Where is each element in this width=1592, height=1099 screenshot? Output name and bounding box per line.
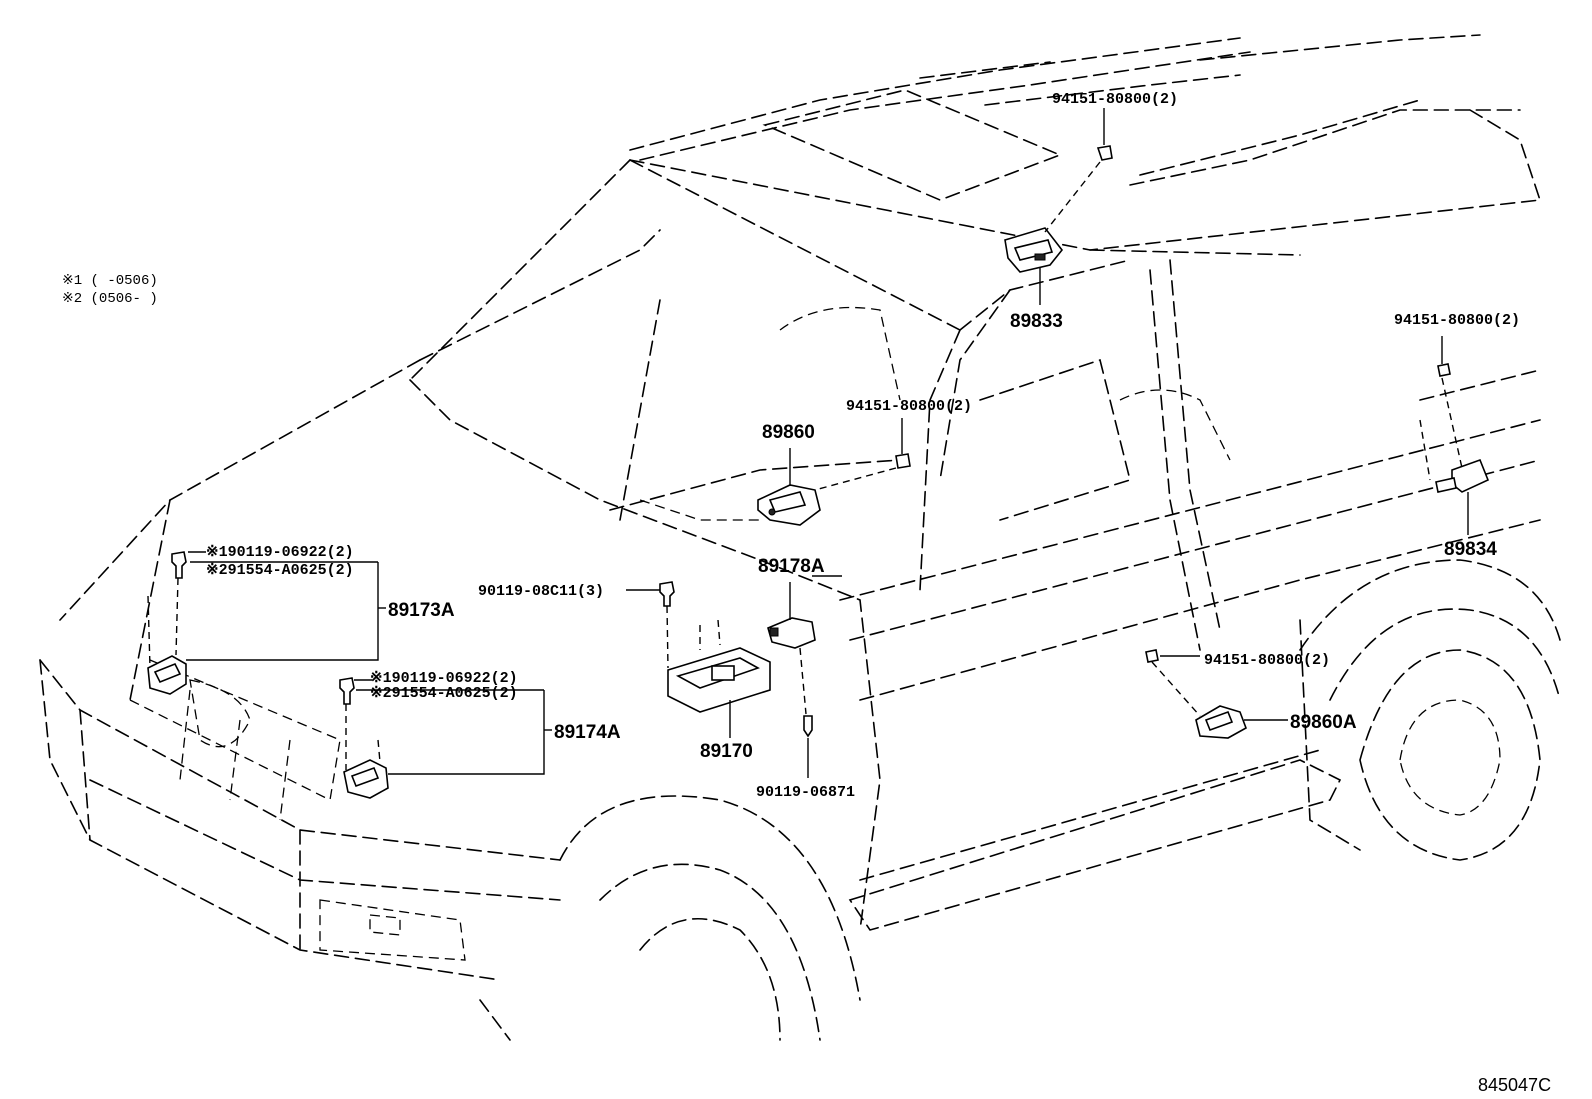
label-front-right-bolt-1: ※190119-06922(2) (370, 670, 518, 687)
diagram-code: 845047C (1478, 1075, 1551, 1095)
label-ecu-89170: 89170 (700, 741, 753, 762)
label-sensor-89833: 89833 (1010, 311, 1063, 332)
label-bolt-pillar: 94151-80800(2) (846, 398, 972, 415)
label-bolt-floor: 90119-06871 (756, 784, 855, 801)
bolt-icon (659, 581, 675, 607)
label-sensor-89173A: 89173A (388, 600, 455, 621)
ecu-89170-icon (667, 647, 771, 713)
sensor-89833-icon (1004, 227, 1064, 273)
nut-icon (1096, 145, 1113, 161)
bolt-icon (339, 677, 355, 705)
sensor-89174A-icon (343, 759, 389, 799)
leader-lines (147, 108, 1469, 778)
sensor-89834-icon (1435, 458, 1490, 493)
label-sensor-89178A: 89178A (758, 556, 825, 577)
sensor-89860A-icon (1195, 705, 1247, 739)
sensor-89173A-icon (147, 655, 187, 695)
label-front-left-bolt-1: ※190119-06922(2) (206, 544, 354, 561)
label-bolt-roof: 94151-80800(2) (1052, 91, 1178, 108)
nut-icon (1437, 363, 1451, 377)
label-front-right-bolt-2: ※291554-A0625(2) (370, 685, 518, 702)
nut-icon (1145, 649, 1159, 663)
sensor-89178A-icon (767, 617, 816, 649)
label-bolt-right-rear: 94151-80800(2) (1394, 312, 1520, 329)
label-bolt-rocker: 94151-80800(2) (1204, 652, 1330, 669)
label-front-left-bolt-2: ※291554-A0625(2) (206, 562, 354, 579)
bolt-icon (171, 551, 187, 579)
bolt-icon (803, 715, 813, 738)
vehicle-outline (39, 34, 1561, 1041)
note-2: ※2 (0506- ) (62, 291, 158, 307)
label-bolt-ecu: 90119-08C11(3) (478, 583, 604, 600)
note-1: ※1 ( -0506) (62, 273, 158, 289)
label-sensor-89174A: 89174A (554, 722, 621, 743)
label-sensor-89860A: 89860A (1290, 712, 1357, 733)
label-sensor-89834: 89834 (1444, 539, 1497, 560)
sensor-89860-icon (757, 484, 821, 526)
label-sensor-89860: 89860 (762, 422, 815, 443)
nut-icon (895, 453, 911, 469)
